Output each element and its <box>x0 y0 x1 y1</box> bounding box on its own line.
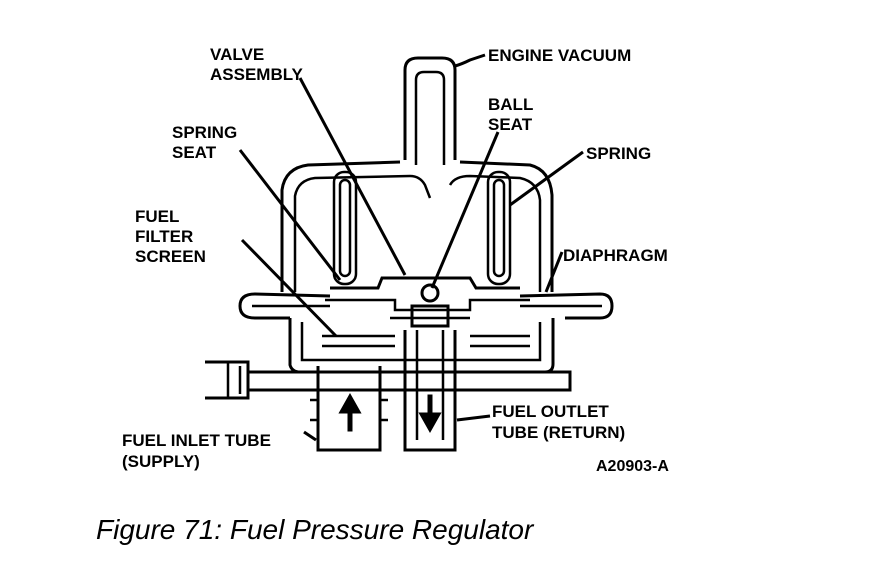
outlet-tube <box>403 330 457 452</box>
filter-screen <box>322 334 530 348</box>
label-valve-assembly: VALVE ASSEMBLY <box>210 45 304 84</box>
leader-lines <box>238 53 584 442</box>
label-ball-seat: BALL SEAT <box>488 95 538 134</box>
label-diaphragm: DIAPHRAGM <box>563 246 668 265</box>
figure-code: A20903-A <box>596 458 669 475</box>
figure-caption: Figure 71: Fuel Pressure Regulator <box>96 514 534 545</box>
inlet-tube <box>310 366 388 452</box>
label-spring: SPRING <box>586 144 651 163</box>
label-engine-vacuum: ENGINE VACUUM <box>488 46 631 65</box>
label-fuel-outlet-tube: FUEL OUTLET TUBE (RETURN) <box>492 402 625 442</box>
spring-right <box>486 170 512 286</box>
spring-left <box>332 170 358 286</box>
label-fuel-filter-screen: FUEL FILTER SCREEN <box>135 207 206 266</box>
label-fuel-inlet-tube: FUEL INLET TUBE (SUPPLY) <box>122 431 276 471</box>
regulator-illustration <box>205 56 614 452</box>
label-spring-seat: SPRING SEAT <box>172 123 242 162</box>
